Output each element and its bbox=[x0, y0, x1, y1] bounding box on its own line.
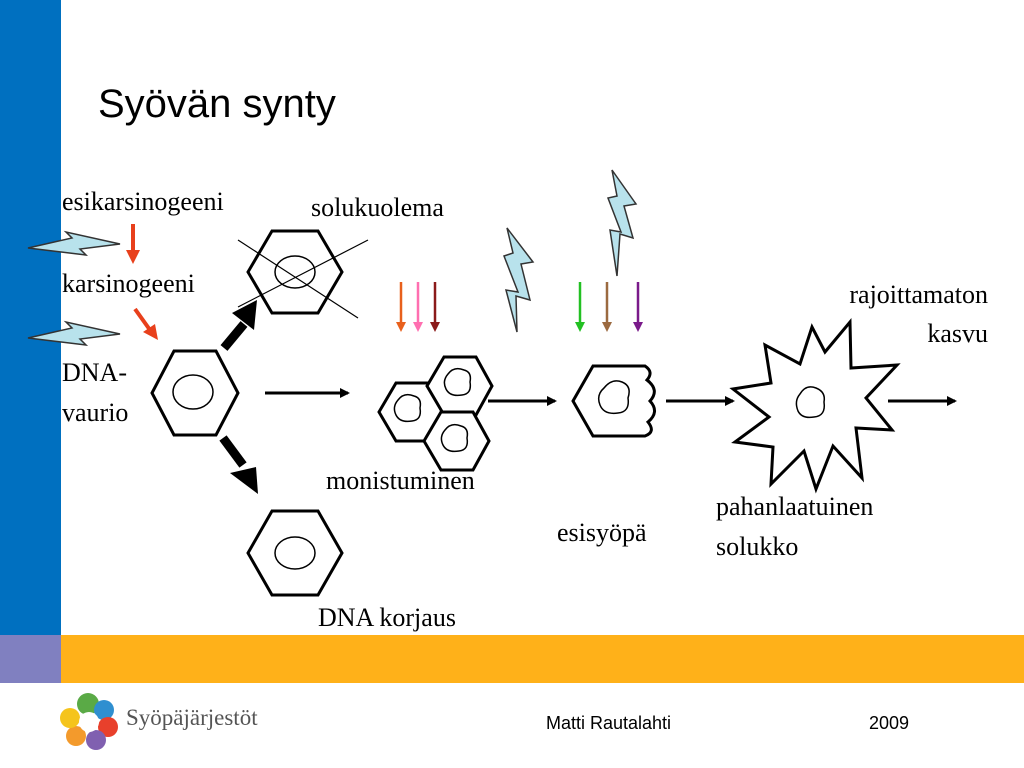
repaired-cell-nucleus bbox=[274, 536, 316, 570]
malignant-cell bbox=[729, 317, 901, 494]
label-rajoittamaton-line1: rajoittamaton bbox=[849, 280, 988, 309]
red-arrowhead bbox=[143, 324, 158, 340]
label-karsinogeeni: karsinogeeni bbox=[62, 269, 195, 298]
lightning-bolt-icon bbox=[503, 227, 535, 333]
footer-orange-bar bbox=[61, 635, 1024, 683]
label-esikarsinogeeni: esikarsinogeeni bbox=[62, 187, 224, 216]
thick-arrowhead bbox=[230, 467, 258, 494]
corner-purple-block bbox=[0, 635, 61, 683]
thick-arrow-down bbox=[219, 435, 247, 468]
logo-text: Syöpäjärjestöt bbox=[126, 705, 258, 730]
label-pahanlaatuinen-line2: solukko bbox=[716, 532, 799, 561]
slide-title: Syövän synty bbox=[98, 82, 336, 126]
label-monistuminen: monistuminen bbox=[326, 466, 475, 495]
label-dna-vaurio-line2: vaurio bbox=[62, 398, 129, 427]
label-dna-vaurio-line1: DNA- bbox=[62, 358, 127, 387]
label-dna-korjaus: DNA korjaus bbox=[318, 603, 456, 632]
red-arrowhead bbox=[126, 250, 140, 264]
colored-arrows-group-1 bbox=[396, 282, 440, 332]
label-esisyopa: esisyöpä bbox=[557, 518, 647, 547]
thick-arrowhead bbox=[232, 300, 257, 330]
lightning-bolt-icon bbox=[27, 230, 121, 257]
lightning-bolt-icon bbox=[27, 320, 121, 347]
proliferating-cells bbox=[377, 355, 494, 472]
footer-author: Matti Rautalahti bbox=[546, 713, 672, 733]
lightning-bolt-icon bbox=[606, 169, 638, 277]
thick-arrow-up bbox=[220, 321, 248, 351]
label-solukuolema: solukuolema bbox=[311, 193, 444, 222]
label-rajoittamaton-line2: kasvu bbox=[927, 319, 988, 348]
cross-line bbox=[237, 239, 359, 319]
dead-cell-nucleus bbox=[274, 255, 316, 289]
left-blue-bar bbox=[0, 0, 61, 635]
red-arrow bbox=[133, 307, 152, 332]
footer-year: 2009 bbox=[869, 713, 910, 733]
syopajarjestot-logo-icon bbox=[60, 693, 118, 750]
precancerous-cell bbox=[571, 364, 656, 438]
cross-line bbox=[237, 239, 369, 308]
damaged-cell-nucleus bbox=[172, 374, 214, 410]
label-pahanlaatuinen-line1: pahanlaatuinen bbox=[716, 492, 874, 521]
colored-arrows-group-2 bbox=[575, 282, 643, 332]
